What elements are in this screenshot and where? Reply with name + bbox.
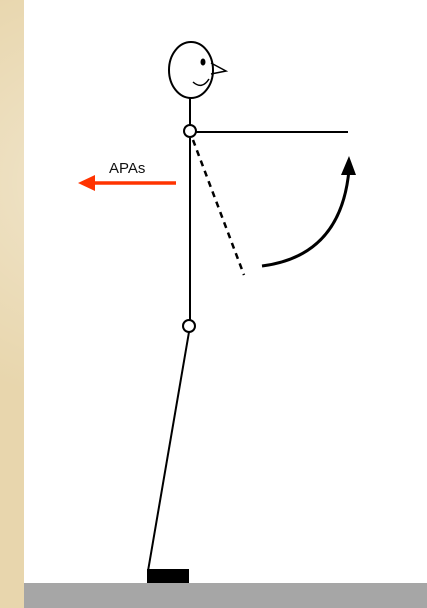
eye [200, 58, 206, 66]
mouth [192, 78, 210, 87]
rotation-arrowhead [341, 156, 356, 175]
shoulder-joint [183, 124, 197, 138]
apas-arrowhead [78, 175, 95, 191]
head [168, 41, 214, 99]
arm-initial-dashed [191, 139, 246, 276]
nose [210, 62, 229, 75]
ground-strip [24, 583, 427, 608]
arm-rotation-arrow [261, 169, 351, 268]
hip-joint [182, 319, 196, 333]
leg [147, 331, 190, 572]
diagram-panel [24, 0, 427, 583]
apas-label: APAs [109, 160, 146, 177]
foot [147, 569, 189, 583]
